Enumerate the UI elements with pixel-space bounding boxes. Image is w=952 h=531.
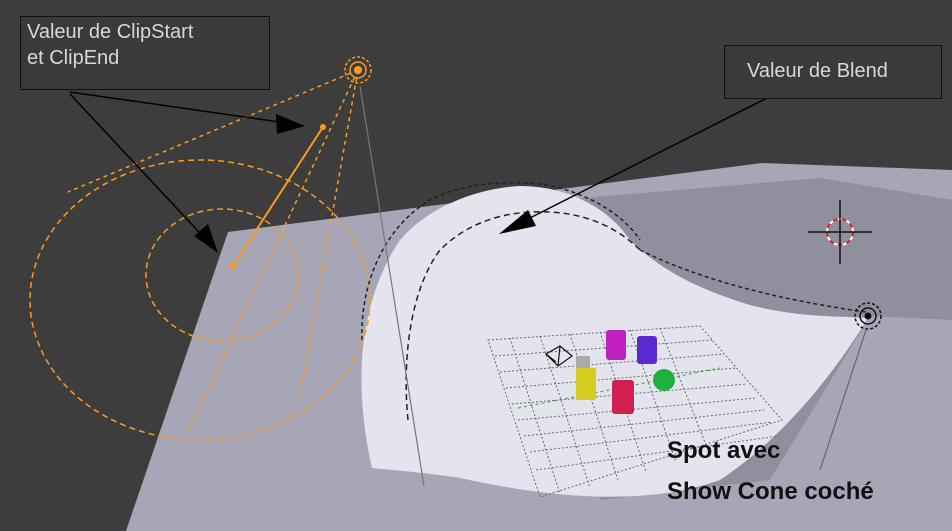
annotation-arrows — [69, 91, 768, 253]
arrow-clipend — [69, 93, 213, 247]
red-cube — [612, 380, 634, 414]
clip-end-point — [230, 263, 236, 269]
blend-callout-text: Valeur de Blend — [747, 60, 888, 82]
clip-start-point — [320, 124, 326, 130]
yellow-cube — [576, 368, 596, 400]
spot-vertical-line — [819, 329, 867, 471]
arrow-clipstart — [69, 91, 301, 126]
orange-lamp-icon[interactable] — [344, 56, 372, 84]
lamp-cone-lines — [67, 69, 359, 433]
blend-cone-outline — [405, 211, 641, 421]
spot-cone-outline — [361, 182, 641, 341]
clip-callout-line1: Valeur de ClipStart — [27, 21, 194, 43]
gray-cube — [576, 356, 590, 370]
purple-cube — [637, 336, 657, 364]
magenta-cube — [606, 330, 626, 360]
arrowhead-clipstart — [276, 114, 305, 134]
arrowhead-blend — [499, 210, 536, 234]
blend-callout: Valeur de Blend — [724, 45, 942, 99]
clipstart-clipend-callout: Valeur de ClipStart et ClipEnd — [20, 16, 270, 90]
arrow-blend — [519, 97, 768, 224]
spot-lamp-icon[interactable] — [854, 302, 882, 330]
clip-callout-line2: et ClipEnd — [27, 47, 120, 69]
lamp-direction-line — [232, 126, 324, 267]
green-sphere — [653, 369, 675, 391]
3d-cursor-icon[interactable] — [808, 200, 872, 264]
camera-object — [545, 345, 573, 367]
arrowhead-clipend — [194, 224, 218, 253]
spot-label-line1: Spot avec — [667, 437, 781, 464]
spot-label-line2: Show Cone coché — [667, 478, 874, 505]
lamp-clip-circles — [29, 159, 371, 441]
lamp-vertical-line — [359, 85, 425, 487]
